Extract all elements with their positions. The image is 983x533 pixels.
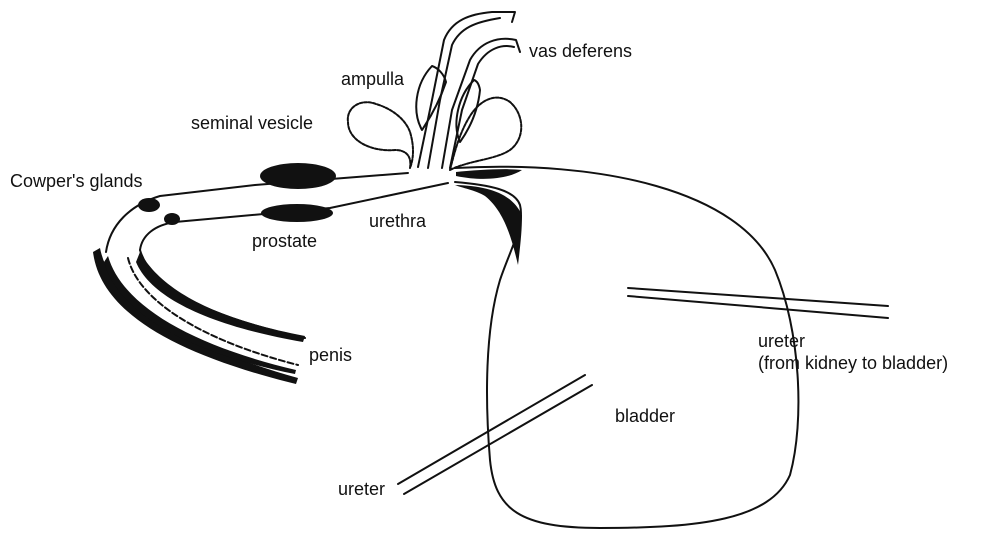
cowpers-gland-upper (138, 198, 160, 212)
seminal-vesicle-right (450, 98, 521, 170)
ureter-right-line-a (628, 288, 888, 306)
ureter-right-line-b (628, 296, 888, 318)
prostate-lower (261, 204, 333, 222)
seminal-vesicle-left (348, 102, 413, 168)
prostate-upper (260, 163, 336, 189)
label-cowpers-glands: Cowper's glands (10, 171, 143, 192)
bladder-neck-lower (455, 185, 522, 265)
label-ureter-right: ureter (758, 331, 805, 352)
label-bladder: bladder (615, 406, 675, 427)
label-vas-deferens: vas deferens (529, 41, 632, 62)
cowpers-gland-lower (164, 213, 180, 225)
label-ampulla: ampulla (341, 69, 404, 90)
label-ureter-right-note: (from kidney to bladder) (758, 353, 948, 374)
ampulla-left (416, 66, 446, 130)
label-seminal-vesicle: seminal vesicle (191, 113, 313, 134)
ureter-left-line-b (404, 385, 592, 494)
label-ureter-left: ureter (338, 479, 385, 500)
label-urethra: urethra (369, 211, 426, 232)
label-penis: penis (309, 345, 352, 366)
label-prostate: prostate (252, 231, 317, 252)
bladder-neck-wall (456, 169, 522, 179)
